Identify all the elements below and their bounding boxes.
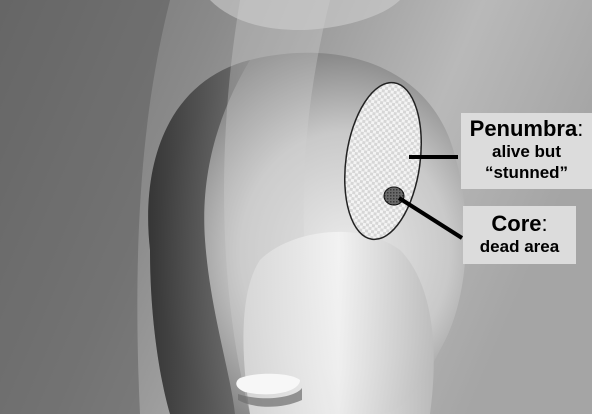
- core-title-colon: :: [542, 211, 548, 236]
- penumbra-line-2: “stunned”: [461, 162, 592, 183]
- penumbra-title: Penumbra:: [461, 116, 592, 141]
- core-title-text: Core: [491, 211, 541, 236]
- penumbra-title-text: Penumbra: [470, 116, 578, 141]
- core-region: [384, 187, 404, 205]
- core-line-1: dead area: [463, 236, 576, 257]
- penumbra-title-colon: :: [577, 116, 583, 141]
- penumbra-line-1: alive but: [461, 141, 592, 162]
- penumbra-label-box: Penumbra: alive but “stunned”: [461, 113, 592, 189]
- core-label-box: Core: dead area: [463, 206, 576, 264]
- core-title: Core:: [463, 211, 576, 236]
